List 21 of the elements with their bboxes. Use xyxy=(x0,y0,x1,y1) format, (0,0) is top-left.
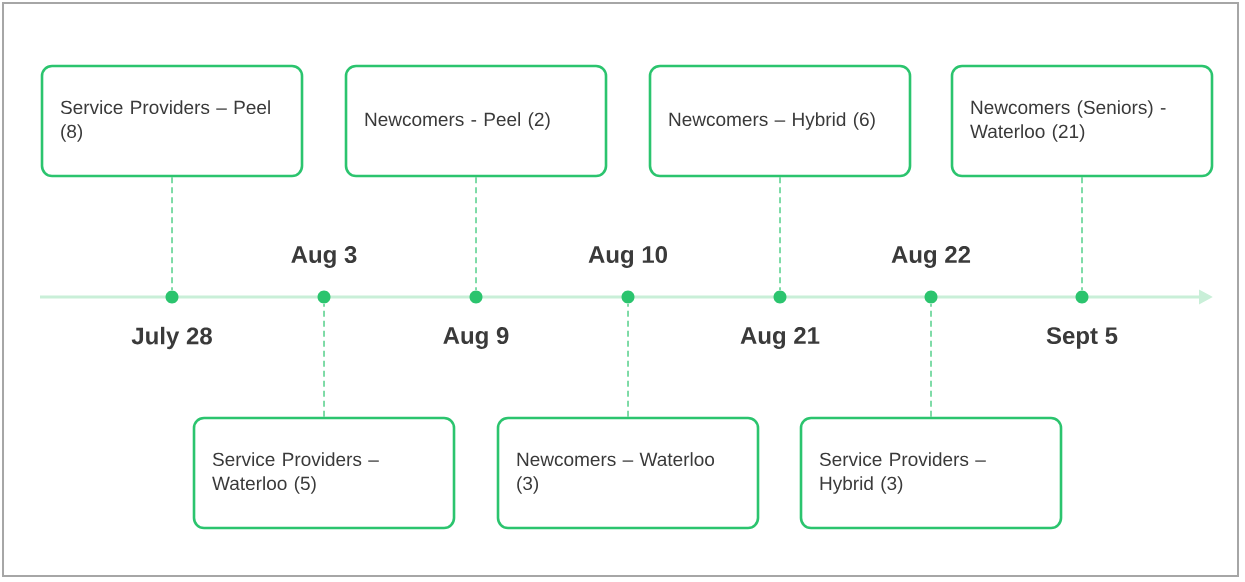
event-box: Newcomers – Waterloo (3) xyxy=(496,416,760,530)
leader-line xyxy=(1081,176,1083,291)
leader-line xyxy=(779,176,781,291)
leader-line xyxy=(475,176,477,291)
date-label: Aug 21 xyxy=(740,327,820,349)
leader-line xyxy=(323,303,325,418)
date-label: Aug 10 xyxy=(588,246,667,268)
event-box: Service Providers – Peel (8) xyxy=(40,64,304,178)
date-label: Aug 9 xyxy=(443,327,509,349)
date-label: July 28 xyxy=(131,326,212,350)
event-box: Newcomers – Hybrid (6) xyxy=(648,64,912,178)
date-label: Sept 5 xyxy=(1046,327,1118,349)
date-label: Aug 3 xyxy=(291,246,357,268)
event-box: Service Providers – Hybrid (3) xyxy=(799,416,1063,530)
date-label: Aug 22 xyxy=(891,246,971,268)
leader-line xyxy=(627,303,629,418)
leader-line xyxy=(930,303,932,418)
event-box: Service Providers – Waterloo (5) xyxy=(192,416,456,530)
leader-line xyxy=(171,176,173,291)
event-box: Newcomers (Seniors) - Waterloo (21) xyxy=(950,64,1214,178)
event-box: Newcomers - Peel (2) xyxy=(344,64,608,178)
